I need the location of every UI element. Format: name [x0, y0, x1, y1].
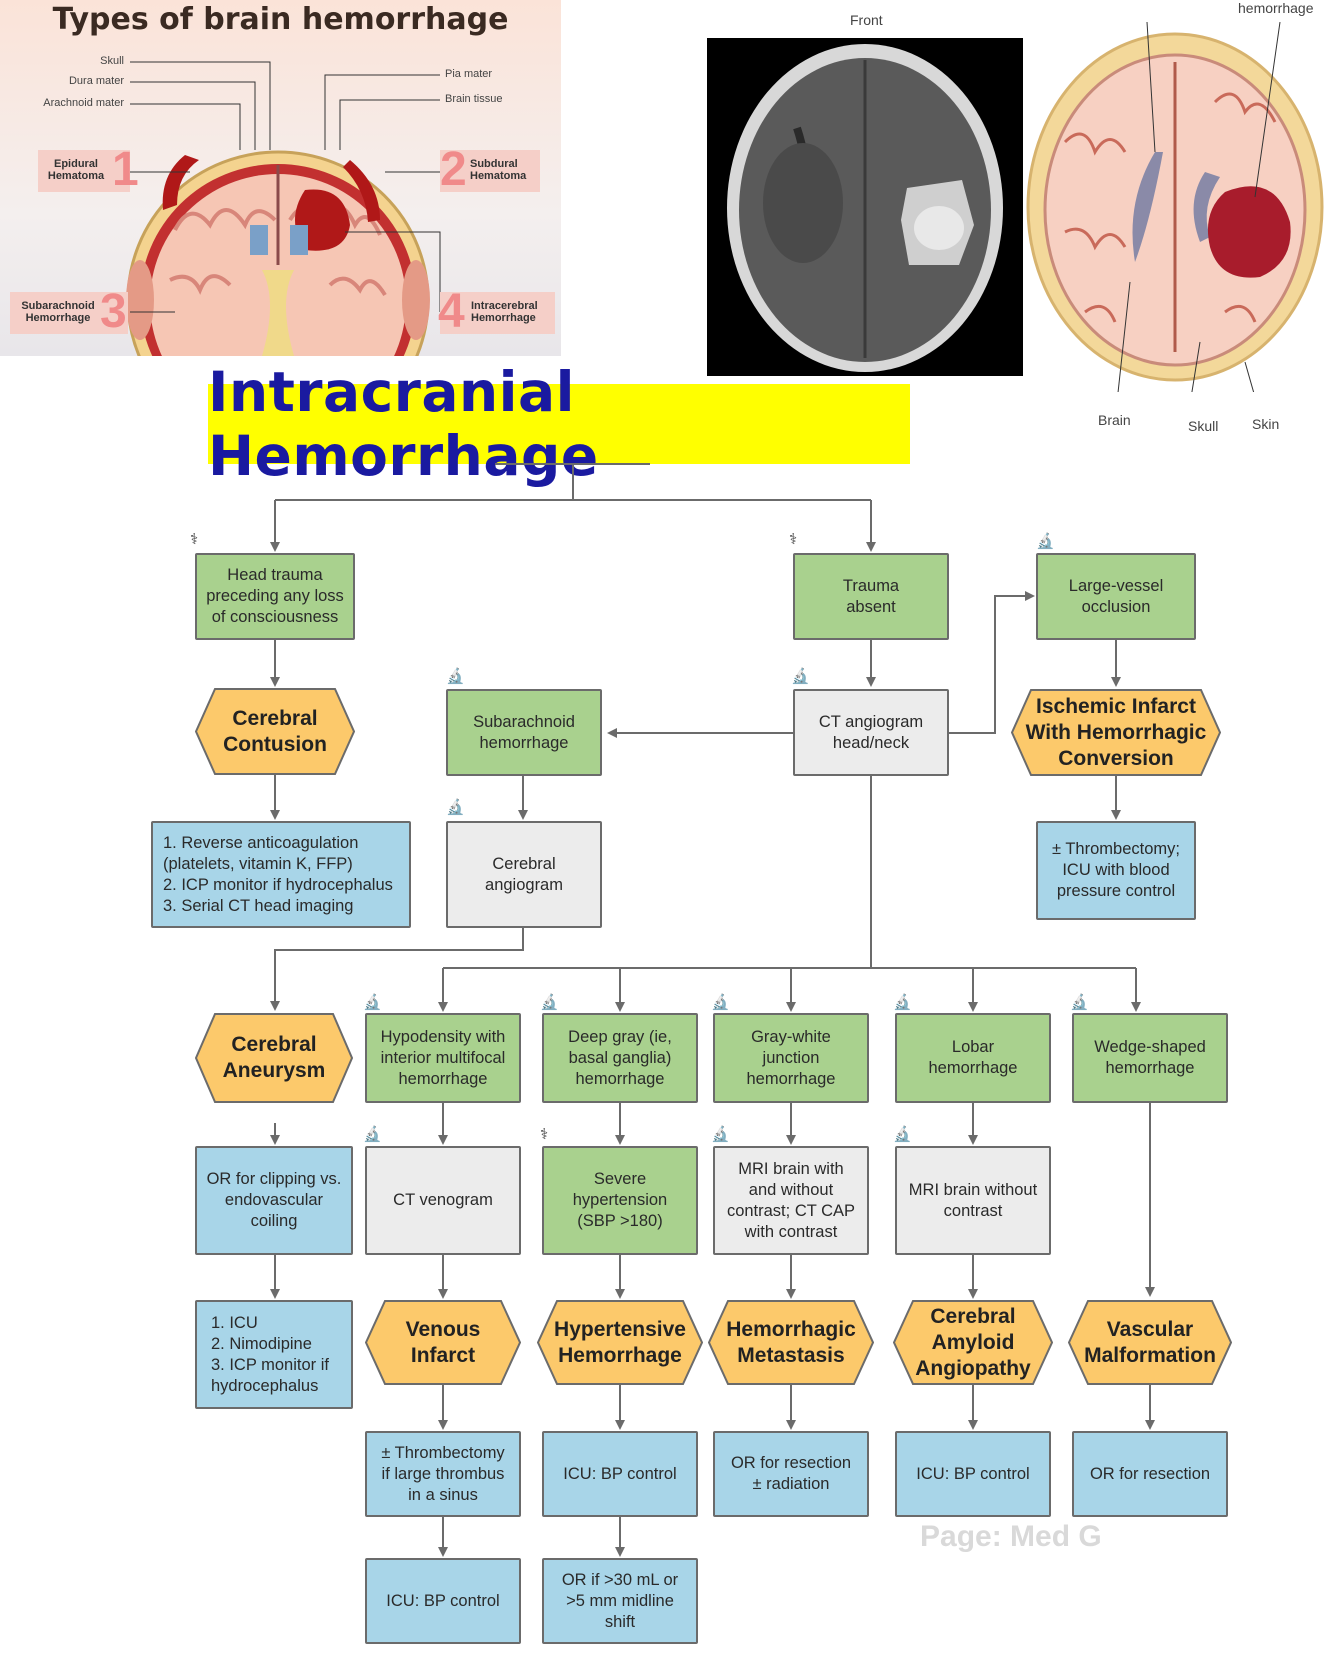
- icu-bp-control-box: ICU: BP control: [542, 1431, 698, 1517]
- vascular-malformation-hex: Vascular Malformation: [1068, 1300, 1232, 1385]
- type-name-subdural: Subdural Hematoma: [470, 158, 527, 182]
- label-skull-top: Skull: [100, 55, 124, 67]
- mri-without-box: MRI brain without contrast: [895, 1146, 1051, 1255]
- microscope-icon: 🔬: [893, 993, 912, 1011]
- axial-skull-label: Skull: [1188, 418, 1219, 434]
- hemorrhagic-metastasis-label: Hemorrhagic Metastasis: [726, 1317, 856, 1367]
- cerebral-contusion-hex: Cerebral Contusion: [195, 688, 355, 775]
- ct-scan-image: [707, 38, 1023, 376]
- or-resection-radiation-box: OR for resection ± radiation: [713, 1431, 869, 1517]
- types-panel: Types of brain hemorrhage: [0, 0, 561, 356]
- microscope-icon: 🔬: [446, 798, 465, 816]
- watermark: Page: Med G: [920, 1520, 1102, 1553]
- brain-axial-illustration: [1026, 22, 1324, 392]
- or-30ml-box: OR if >30 mL or >5 mm midline shift: [542, 1558, 698, 1644]
- microscope-icon: 🔬: [540, 993, 559, 1011]
- ct-front-label: Front: [850, 12, 883, 28]
- type-number-1: 1: [112, 143, 139, 196]
- subarachnoid-box: Subarachnoid hemorrhage: [446, 689, 602, 776]
- stethoscope-icon: ⚕: [540, 1125, 549, 1143]
- hemorrhagic-metastasis-hex: Hemorrhagic Metastasis: [708, 1300, 874, 1385]
- hypertensive-hemorrhage-label: Hypertensive Hemorrhage: [554, 1317, 686, 1367]
- axial-brain-label: Brain: [1098, 412, 1131, 428]
- type-number-3: 3: [100, 285, 127, 338]
- label-arachnoid: Arachnoid mater: [43, 97, 124, 109]
- ct-angiogram-box: CT angiogram head/neck: [793, 689, 949, 776]
- microscope-icon: 🔬: [711, 993, 730, 1011]
- type-tag-subarachnoid: [10, 292, 128, 334]
- brain-coronal-illustration: [126, 61, 441, 356]
- trauma-absent-box: Trauma absent: [793, 553, 949, 640]
- microscope-icon: 🔬: [1070, 993, 1089, 1011]
- vascular-malformation-label: Vascular Malformation: [1084, 1317, 1216, 1367]
- type-tag-intracerebral: [440, 292, 555, 334]
- icu-bp-control-amyloid-box: ICU: BP control: [895, 1431, 1051, 1517]
- main-title: Intracranial Hemorrhage: [208, 360, 910, 488]
- hypertensive-hemorrhage-hex: Hypertensive Hemorrhage: [537, 1300, 703, 1385]
- type-name-intracerebral: Intracerebral Hemorrhage: [471, 300, 538, 324]
- thrombectomy-icu-box: ± Thrombectomy; ICU with blood pressure …: [1036, 821, 1196, 920]
- label-pia: Pia mater: [445, 68, 493, 80]
- large-vessel-box: Large-vessel occlusion: [1036, 553, 1196, 640]
- venous-thrombectomy-box: ± Thrombectomy if large thrombus in a si…: [365, 1431, 521, 1517]
- gray-white-box: Gray-white junction hemorrhage: [713, 1013, 869, 1103]
- stethoscope-icon: ⚕: [789, 530, 798, 548]
- microscope-icon: 🔬: [791, 667, 810, 685]
- microscope-icon: 🔬: [893, 1125, 912, 1143]
- ischemic-infarct-label: Ischemic Infarct With Hemorrhagic Conver…: [1025, 694, 1207, 770]
- severe-htn-box: Severe hypertension (SBP >180): [542, 1146, 698, 1255]
- label-dura: Dura mater: [68, 75, 124, 87]
- type-number-4: 4: [438, 285, 465, 338]
- microscope-icon: 🔬: [711, 1125, 730, 1143]
- stethoscope-icon: ⚕: [190, 530, 199, 548]
- amyloid-angiopathy-hex: Cerebral Amyloid Angiopathy: [893, 1300, 1053, 1385]
- label-brain-tissue: Brain tissue: [445, 93, 503, 105]
- amyloid-angiopathy-label: Cerebral Amyloid Angiopathy: [915, 1304, 1031, 1380]
- type-tag-epidural: [38, 150, 130, 192]
- deep-gray-box: Deep gray (ie, basal ganglia) hemorrhage: [542, 1013, 698, 1103]
- type-number-2: 2: [440, 143, 467, 196]
- wedge-box: Wedge-shaped hemorrhage: [1072, 1013, 1228, 1103]
- lobar-box: Lobar hemorrhage: [895, 1013, 1051, 1103]
- type-name-subarachnoid: Subarachnoid Hemorrhage: [21, 300, 95, 324]
- head-trauma-box: Head trauma preceding any loss of consci…: [195, 553, 355, 640]
- main-title-text: Intracranial Hemorrhage: [208, 360, 599, 488]
- cerebral-angiogram-box: Cerebral angiogram: [446, 821, 602, 928]
- ischemic-infarct-hex: Ischemic Infarct With Hemorrhagic Conver…: [1011, 689, 1221, 776]
- axial-hemorrhage-label: hemorrhage: [1238, 0, 1314, 16]
- or-clipping-box: OR for clipping vs. endovascular coiling: [195, 1146, 353, 1255]
- cerebral-contusion-label: Cerebral Contusion: [223, 706, 327, 756]
- cerebral-aneurysm-label: Cerebral Aneurysm: [222, 1033, 326, 1082]
- cerebral-aneurysm-hex: Cerebral Aneurysm: [195, 1013, 353, 1103]
- microscope-icon: 🔬: [363, 1125, 382, 1143]
- microscope-icon: 🔬: [363, 993, 382, 1011]
- axial-skin-label: Skin: [1252, 416, 1280, 432]
- mri-with-box: MRI brain with and without contrast; CT …: [713, 1146, 869, 1255]
- microscope-icon: 🔬: [446, 667, 465, 685]
- ct-venogram-box: CT venogram: [365, 1146, 521, 1255]
- contusion-treatment-box: 1. Reverse anticoagulation (platelets, v…: [151, 821, 411, 928]
- icu-bp-control-venous-box: ICU: BP control: [365, 1558, 521, 1644]
- type-tag-subdural: [440, 150, 540, 192]
- venous-infarct-hex: Venous Infarct: [365, 1300, 521, 1385]
- hypodensity-box: Hypodensity with interior multifocal hem…: [365, 1013, 521, 1103]
- types-panel-title: Types of brain hemorrhage: [52, 2, 509, 37]
- aneurysm-treatment-box: 1. ICU 2. Nimodipine 3. ICP monitor if h…: [195, 1300, 353, 1409]
- venous-infarct-label: Venous Infarct: [405, 1317, 481, 1367]
- or-resection-box: OR for resection: [1072, 1431, 1228, 1517]
- type-name-epidural: Epidural Hematoma: [47, 158, 105, 182]
- microscope-icon: 🔬: [1036, 532, 1055, 550]
